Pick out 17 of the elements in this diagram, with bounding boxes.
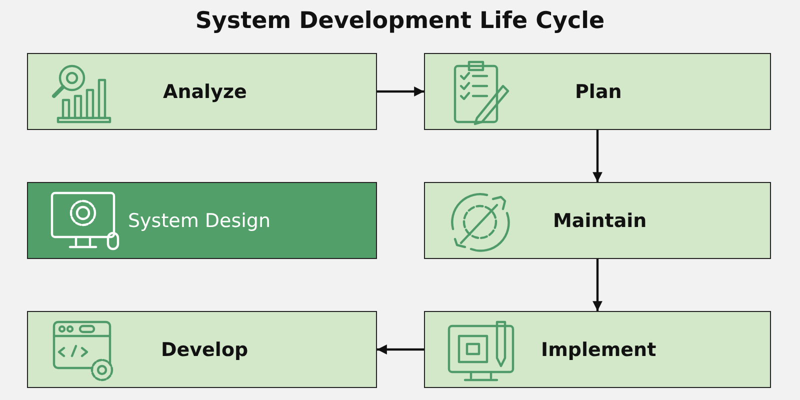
step-label: Maintain [553,210,647,232]
arrow [377,344,424,354]
process-box [424,182,771,259]
process-box [424,311,771,388]
process-box [27,182,377,259]
step-label: System Design [128,210,270,232]
arrow [592,259,602,311]
process-box [27,53,377,130]
process-box [27,311,377,388]
step-label: Implement [541,338,656,360]
step-label: Develop [161,338,248,360]
arrow [592,130,602,182]
step-label: Plan [575,80,622,102]
process-box [424,53,771,130]
arrow [377,86,424,96]
diagram-title: System Development Life Cycle [194,8,606,34]
step-label: Analyze [163,80,247,102]
